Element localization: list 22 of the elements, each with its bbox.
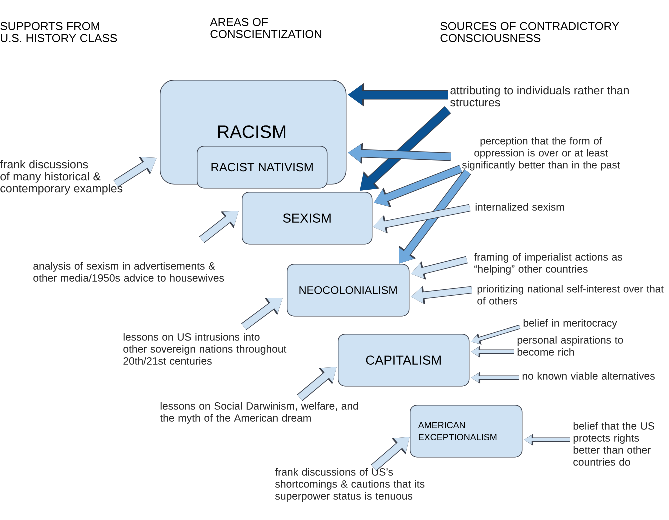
column-heading: AREAS OF CONSCIENTIZATION: [210, 18, 322, 38]
concept-box: CAPITALISM: [338, 334, 470, 387]
concept-box: SEXISM: [242, 192, 373, 245]
concept-box: AMERICAN EXCEPTIONALISM: [410, 405, 523, 458]
note-text: no known viable alternatives: [522, 372, 655, 380]
note-text: prioritizing national self-interest over that of others: [478, 285, 664, 305]
concept-box: NEOCOLONIALISM: [287, 264, 410, 317]
column-heading: SUPPORTS FROM U.S. HISTORY CLASS: [0, 22, 118, 42]
note-text: frank discussions of US’s shortcomings & cautions that its superpower status is tenuous: [275, 468, 425, 502]
note-text: lessons on US intrusions into other sovereign nations throughout 20th/21st centuries: [124, 333, 287, 365]
note-text: personal aspirations to become rich: [518, 336, 624, 356]
note-text: belief in meritocracy: [524, 319, 618, 329]
note-text: internalized sexism: [476, 203, 564, 211]
note-text: perception that the form of oppression is over or at least significantly better than in the past: [462, 137, 620, 171]
note-text: framing of imperialist actions as “helping” other countries: [474, 253, 622, 275]
column-heading: SOURCES OF CONTRADICTORY CONSCIOUSNESS: [440, 22, 620, 42]
note-text: frank discussions of many historical & contemporary examples: [0, 160, 123, 195]
note-text: lessons on Social Darwinism, welfare, and the myth of the American dream: [160, 402, 358, 424]
note-text: analysis of sexism in advertisements & other media/1950s advice to housewives: [34, 262, 224, 282]
note-text: belief that the US protects rights better than other countries do: [574, 422, 654, 466]
note-text: attributing to individuals rather than structures: [450, 86, 629, 107]
concept-box: RACIST NATIVISM: [197, 146, 328, 189]
